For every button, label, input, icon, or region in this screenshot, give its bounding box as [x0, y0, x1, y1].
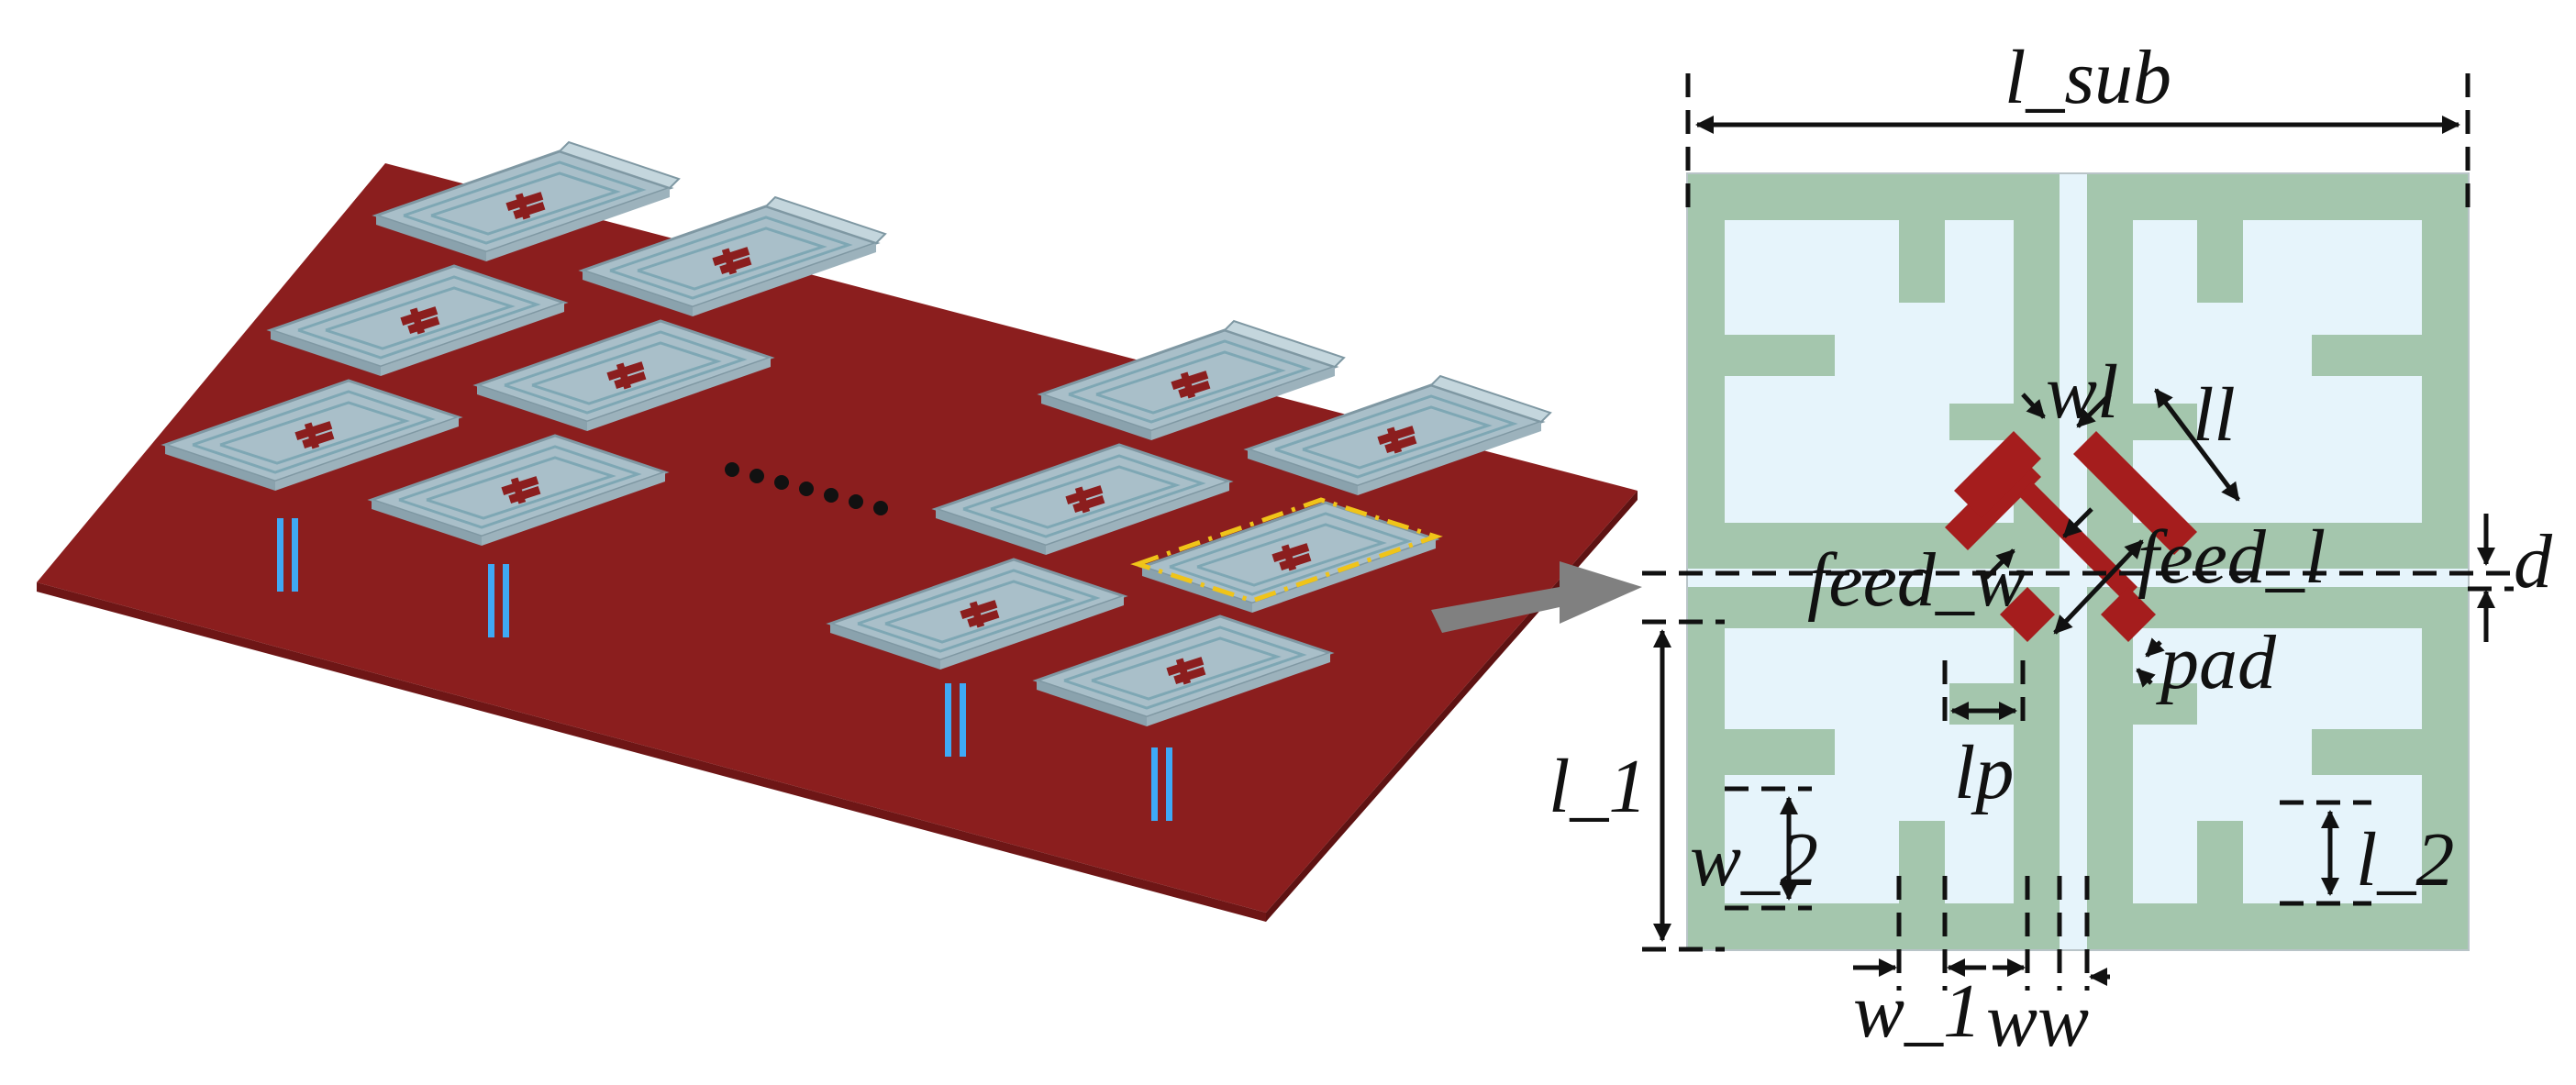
highlighted-element: [1130, 497, 1443, 603]
label-w-1: w_1: [1853, 969, 1982, 1054]
label-ww: ww: [1986, 978, 2089, 1063]
array-3d-view: [37, 98, 1638, 922]
label-feed-l: feed_l: [2137, 515, 2326, 600]
zoom-arrow: [1431, 561, 1642, 633]
label-feed-w: feed_w: [1807, 537, 2026, 623]
label-l-sub: l_sub: [2004, 35, 2171, 120]
label-wl: wl: [2046, 349, 2118, 435]
label-d: d: [2514, 519, 2553, 604]
label-w-2: w_2: [1690, 817, 1818, 902]
label-lp: lp: [1954, 730, 2014, 815]
ellipsis-dots: [725, 462, 888, 515]
label-pad: pad: [2156, 620, 2277, 705]
label-l-1: l_1: [1549, 744, 1647, 829]
unit-cell-top-view: l_sub l_1 w_2 l_2 d lp: [1549, 35, 2553, 1063]
label-l-2: l_2: [2356, 817, 2454, 902]
label-ll: ll: [2193, 372, 2236, 458]
